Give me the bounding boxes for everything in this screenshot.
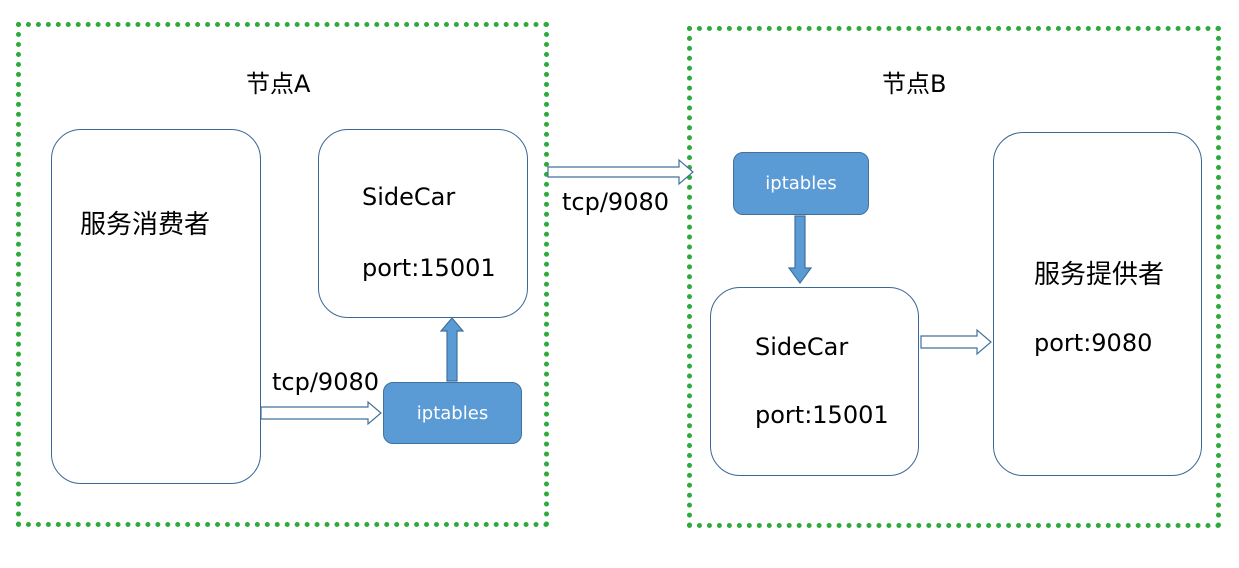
edge-label-node-a-to-node-b: tcp/9080 <box>562 188 670 216</box>
sidecar-b-port: port:15001 <box>755 401 889 429</box>
arrow-node-a-to-node-b <box>547 158 694 186</box>
sidecar-b-label: SideCar <box>755 333 849 361</box>
consumer-label: 服务消费者 <box>80 210 211 240</box>
node-a-title: 节点A <box>246 70 311 98</box>
iptables-b[interactable]: iptables <box>733 152 869 215</box>
provider-label: 服务提供者 <box>1034 260 1165 290</box>
iptables-a[interactable]: iptables <box>383 382 522 444</box>
provider-box[interactable] <box>993 132 1202 476</box>
provider-port: port:9080 <box>1034 329 1153 357</box>
node-a-frame <box>16 22 549 527</box>
sidecar-a-port: port:15001 <box>362 254 496 282</box>
consumer-box[interactable] <box>51 129 261 484</box>
sidecar-a-label: SideCar <box>362 183 456 211</box>
node-b-title: 节点B <box>882 70 947 98</box>
sidecar-a-box[interactable] <box>318 129 528 318</box>
edge-label-consumer-to-iptables: tcp/9080 <box>272 368 380 396</box>
node-b-frame <box>687 26 1221 528</box>
sidecar-b-box[interactable] <box>710 287 919 476</box>
